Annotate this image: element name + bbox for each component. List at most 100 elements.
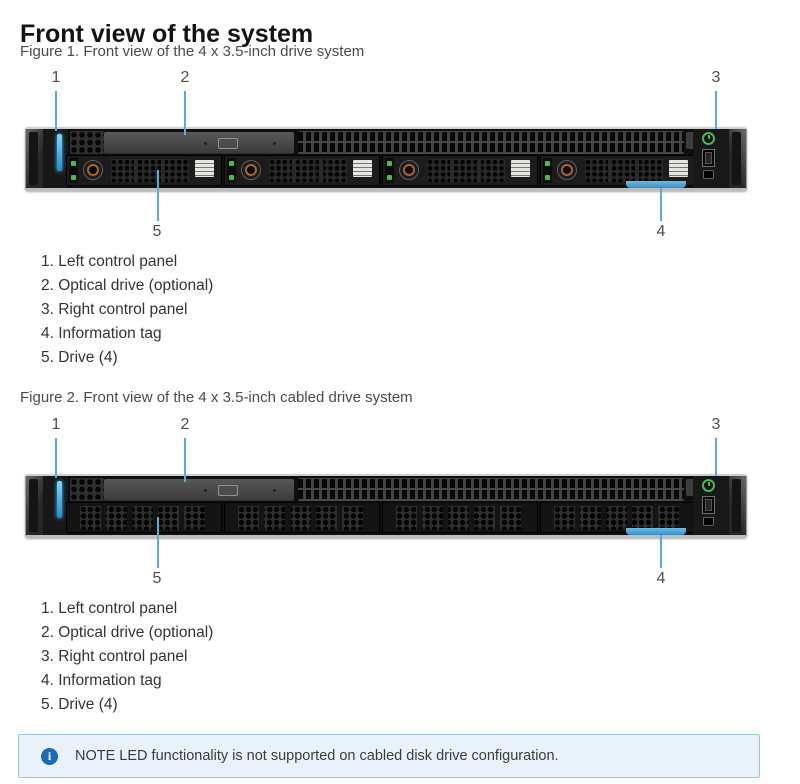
optical-drive [104,479,294,501]
callout-number-2: 2 [180,416,190,433]
callout-number-1: 1 [51,69,61,86]
vent-grille [70,478,104,501]
drive-release-knob [83,160,103,180]
note-text: NOTE LED functionality is not supported … [75,748,559,764]
callout-number-5: 5 [152,570,162,587]
rack-ear-right [729,129,746,188]
drive-bay [540,155,696,186]
rack-ear-right [729,476,746,535]
legend-item: 2. Optical drive (optional) [41,277,214,294]
optical-drive [104,132,294,154]
status-led-strip [57,481,62,518]
eject-button [218,138,238,149]
server-chassis [25,127,747,191]
leader-line [157,170,159,221]
callout-number-4: 4 [656,570,666,587]
legend-item: 2. Optical drive (optional) [41,624,214,641]
emergency-eject-hole [273,142,276,145]
usb-port [702,496,715,514]
micro-usb-port [703,170,714,179]
vent-grille [298,478,684,501]
leader-line [55,438,57,478]
micro-usb-port [703,517,714,526]
cabled-drive-bay [382,502,538,533]
legend-item: 3. Right control panel [41,648,188,665]
leader-line [715,438,717,476]
legend-item: 1. Left control panel [41,253,178,270]
leader-line [715,91,717,129]
page-title: Front view of the system [20,19,314,48]
drive-label [195,160,214,177]
figure-2-caption: Figure 2. Front view of the 4 x 3.5-inch… [20,389,413,406]
drive-led-column [385,158,394,183]
drive-label [511,160,530,177]
drive-led-column [69,158,78,183]
callout-number-5: 5 [152,223,162,240]
drive-face [554,506,684,530]
figure-1-legend: 1. Left control panel 2. Optical drive (… [41,250,213,370]
drive-led-column [543,158,552,183]
callout-number-2: 2 [180,69,190,86]
optical-led [204,142,207,145]
drive-face [111,159,189,182]
information-tag [626,528,686,535]
rack-ear-left [26,129,43,188]
info-icon [41,747,58,765]
legend-item: 3. Right control panel [41,301,188,318]
cabled-drive-bay [540,502,696,533]
drive-face [80,506,210,530]
drive-face [427,159,505,182]
power-button-icon [702,479,715,492]
optical-led [204,489,207,492]
drive-release-knob [241,160,261,180]
power-button-icon [702,132,715,145]
legend-item: 4. Information tag [41,672,162,689]
callout-number-3: 3 [711,416,721,433]
left-control-panel [43,129,68,188]
drive-label [669,160,688,177]
information-tag [626,181,686,188]
figure-1-image: 1 2 3 5 4 [0,65,800,250]
figure-2-legend: 1. Left control panel 2. Optical drive (… [41,597,213,717]
drive-release-knob [399,160,419,180]
drive-bay [66,155,222,186]
vent-grille [298,131,684,154]
drive-release-knob [557,160,577,180]
drive-face [585,159,663,182]
legend-item: 5. Drive (4) [41,349,118,366]
legend-item: 1. Left control panel [41,600,178,617]
leader-line [157,517,159,568]
left-control-panel [43,476,68,535]
ear-slot [732,132,741,185]
right-control-panel [693,476,731,535]
note-banner: NOTE LED functionality is not supported … [18,734,760,778]
ear-slot [29,479,38,532]
ear-slot [732,479,741,532]
callout-number-3: 3 [711,69,721,86]
leader-line [55,91,57,131]
rack-ear-left [26,476,43,535]
emergency-eject-hole [273,489,276,492]
legend-item: 4. Information tag [41,325,162,342]
cabled-drive-bay [224,502,380,533]
drive-bay [382,155,538,186]
status-led-strip [57,134,62,171]
server-chassis [25,474,747,538]
drive-led-column [227,158,236,183]
drive-bay [224,155,380,186]
eject-button [218,485,238,496]
callout-number-4: 4 [656,223,666,240]
drive-face [238,506,368,530]
leader-line [660,535,662,568]
drive-face [269,159,347,182]
right-control-panel [693,129,731,188]
vent-grille [70,131,104,154]
usb-port [702,149,715,167]
leader-line [184,438,186,482]
cabled-drive-bay [66,502,222,533]
ear-slot [29,132,38,185]
leader-line [660,188,662,221]
drive-face [396,506,526,530]
legend-item: 5. Drive (4) [41,696,118,713]
drive-label [353,160,372,177]
